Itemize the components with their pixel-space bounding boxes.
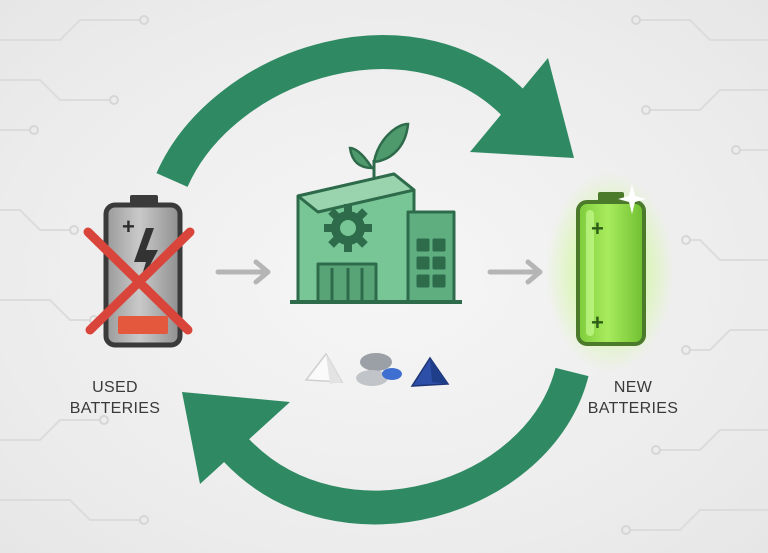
leaf-icon: [348, 122, 410, 178]
svg-text:+: +: [591, 216, 604, 241]
cross-icon: [83, 227, 195, 335]
top-cycle-arrow: [156, 35, 574, 188]
used-batteries-label: USED BATTERIES: [60, 377, 170, 419]
flow-arrow-left: [215, 259, 271, 285]
gear-icon: [324, 204, 372, 252]
new-label-line2: BATTERIES: [587, 400, 679, 417]
battery-charged-icon: + +: [546, 172, 674, 372]
flow-arrow-right: [487, 259, 543, 285]
sparkle-icon: [618, 184, 646, 214]
svg-text:+: +: [122, 214, 135, 239]
battery-depleted-icon: +: [103, 195, 183, 348]
new-label-line1: NEW: [613, 379, 653, 396]
white-mineral-icon: [304, 352, 344, 384]
svg-text:+: +: [591, 310, 604, 335]
used-label-line2: BATTERIES: [69, 400, 161, 417]
new-batteries-label: NEW BATTERIES: [578, 377, 688, 419]
factory-icon: [290, 172, 462, 304]
bottom-cycle-arrow: [182, 367, 589, 525]
blue-crystal-icon: [410, 356, 450, 387]
grey-pellets-icon: [356, 353, 402, 386]
used-label-line1: USED: [92, 379, 138, 396]
